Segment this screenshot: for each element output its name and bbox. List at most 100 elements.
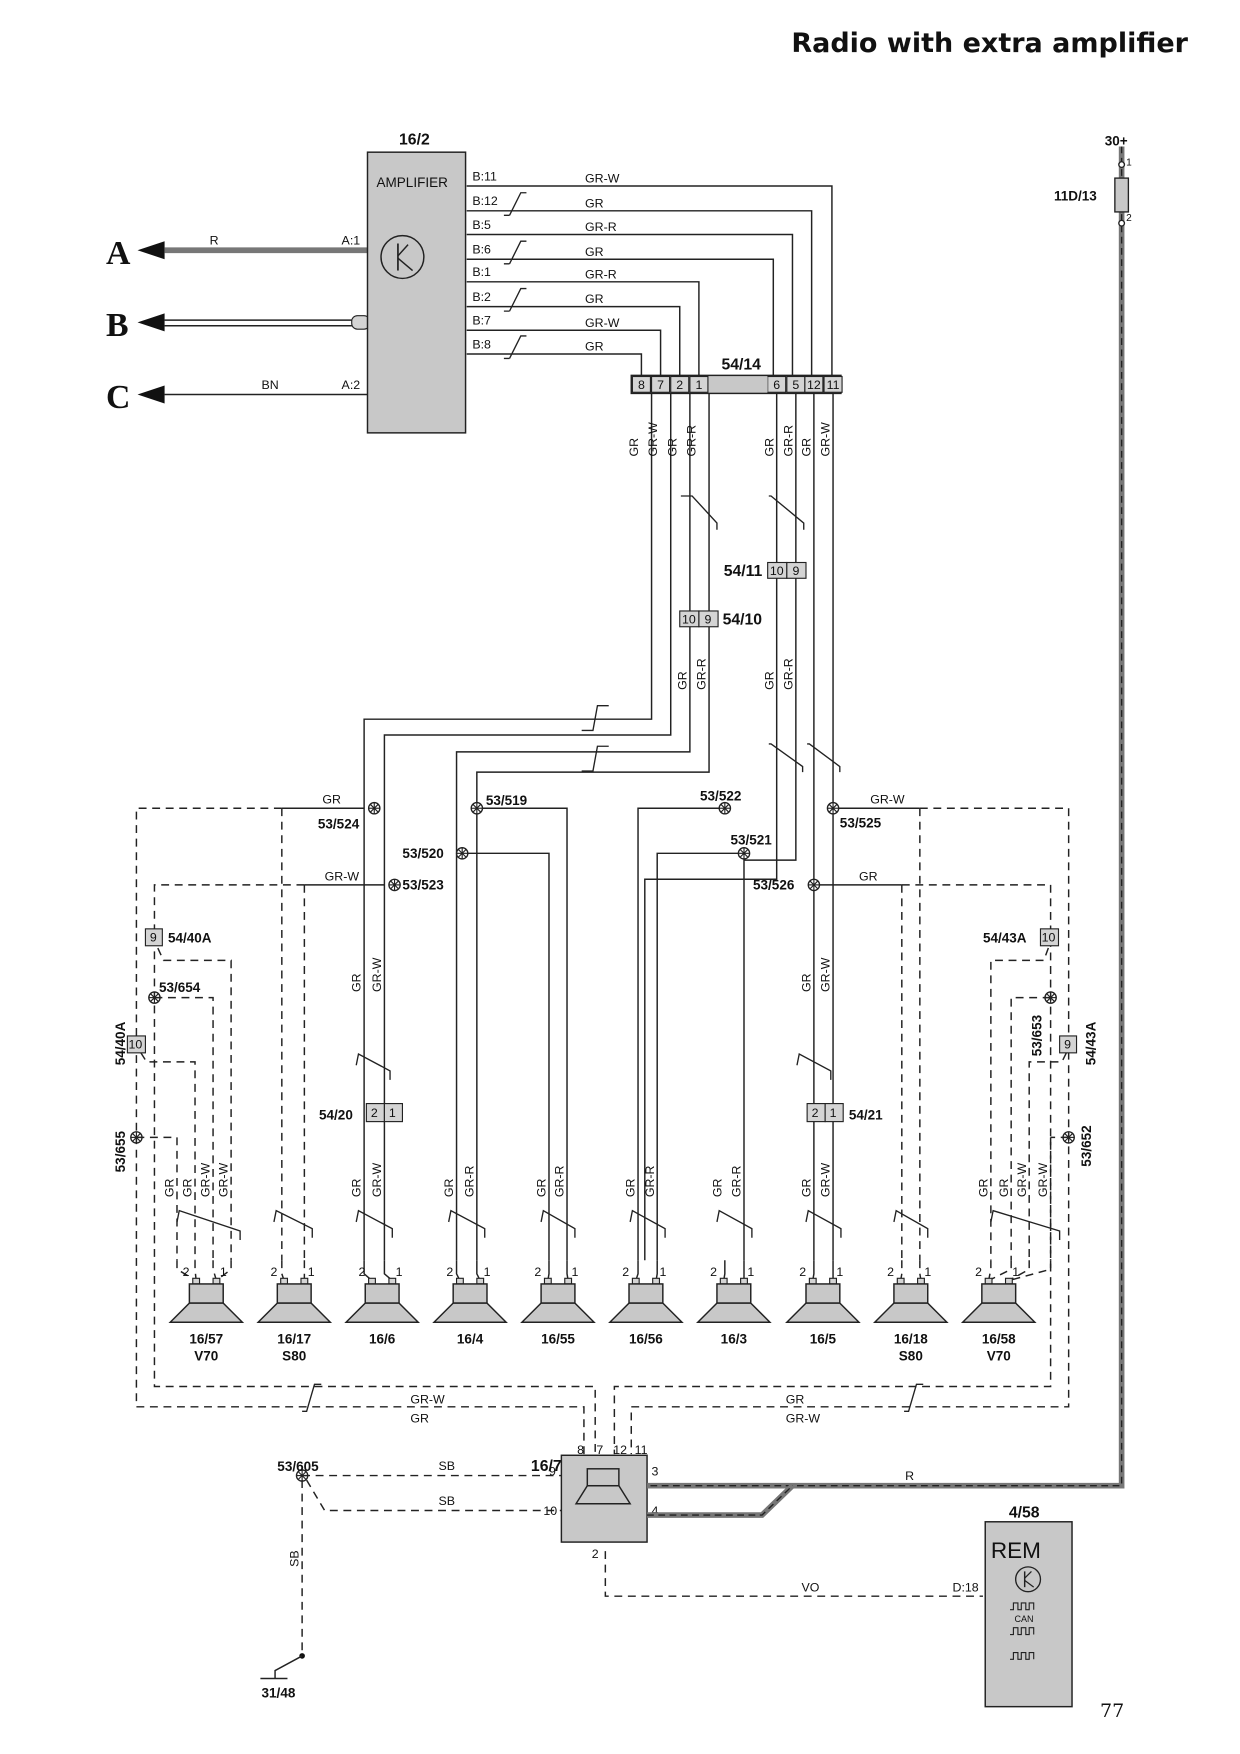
- speaker-icon: [452, 1283, 488, 1304]
- amplifier-id: 16/2: [399, 131, 430, 148]
- connector-pin: [804, 375, 824, 393]
- pin-label: 2: [622, 1265, 629, 1279]
- wire-label: GR-W: [1015, 1162, 1029, 1197]
- off-page-letter-c: C: [106, 379, 130, 416]
- connector-54-20[interactable]: 54/20 2 1: [319, 1103, 404, 1123]
- pin-label: B:8: [472, 337, 491, 351]
- can-label: CAN: [1015, 1614, 1034, 1624]
- wire-label: GR-R: [695, 658, 709, 690]
- connector-pin: [823, 375, 843, 393]
- pin-label: 1: [396, 1265, 403, 1279]
- wire-label: GR-R: [781, 425, 795, 457]
- wire-b11: [466, 185, 833, 378]
- wire-b8: [466, 353, 643, 378]
- pin-label: 1: [747, 1265, 754, 1279]
- connector-54-10[interactable]: 10 9 54/10: [679, 610, 763, 629]
- pin-label: 1: [1126, 158, 1132, 169]
- subwoofer-16-79[interactable]: 16/79 8 7 12 11 9 10 3 4 2: [531, 1443, 659, 1561]
- wire-label: SB: [288, 1550, 302, 1567]
- amplifier-box[interactable]: [366, 151, 467, 434]
- pin-label: D:18: [953, 1581, 979, 1595]
- connector-54-40a-10[interactable]: 10 54/40A: [113, 1021, 146, 1065]
- rem-module-4-58[interactable]: VO D:18 4/58 REM CAN: [604, 1504, 1073, 1708]
- connector-54-11[interactable]: 54/11 10 9: [724, 561, 807, 580]
- pin-label: 9: [1064, 1037, 1071, 1051]
- connector-54-43a-10[interactable]: 10 54/43A: [983, 928, 1060, 947]
- splice-icon: [455, 847, 469, 860]
- wire-label: GR-R: [730, 1165, 744, 1197]
- wire-label: GR: [624, 1179, 638, 1198]
- wire-label: GR: [181, 1179, 195, 1198]
- wire-label: GR-W: [819, 422, 833, 457]
- wire-b2: [466, 305, 681, 378]
- speaker-id: 16/18: [894, 1332, 928, 1347]
- wire-label: GR: [800, 973, 814, 992]
- connector-pin: [650, 375, 671, 393]
- connector-54-43a-9[interactable]: 9 54/43A: [1059, 1021, 1099, 1065]
- transistor-icon: [1014, 1566, 1042, 1593]
- pin-label: 12: [807, 378, 821, 392]
- speaker-id: 16/3: [721, 1332, 748, 1347]
- speaker-icon: [540, 1283, 576, 1304]
- speaker-icon: [805, 1283, 841, 1304]
- wire-b1: [466, 281, 700, 378]
- wire-label: SB: [439, 1494, 456, 1508]
- wire-label: GR-W: [819, 1162, 833, 1197]
- pin-label: B:6: [472, 243, 491, 257]
- pin-label: 6: [773, 378, 780, 392]
- connector-pin: [689, 375, 709, 393]
- speaker-icon: [893, 1283, 929, 1304]
- pin-label: 8: [577, 1443, 584, 1457]
- wire-label: GR: [535, 1179, 549, 1198]
- amplifier-16-2[interactable]: 16/2 AMPLIFIER: [366, 131, 467, 434]
- rem-id: 4/58: [1009, 1504, 1040, 1521]
- wire-label: GR: [859, 869, 878, 883]
- pin-label: 10: [682, 612, 696, 626]
- connector-54-21[interactable]: 2 1 54/21: [806, 1103, 883, 1123]
- pin-label: 2: [676, 378, 683, 392]
- wire-label: GR: [410, 1412, 429, 1426]
- rem-box[interactable]: [984, 1521, 1073, 1708]
- wire-label: GR-W: [646, 422, 660, 457]
- dashed-wiring: [135, 807, 1070, 1455]
- wire-label: VO: [801, 1581, 819, 1595]
- wire-label: GR-R: [643, 1165, 657, 1197]
- arrow-left-icon: [137, 313, 165, 332]
- off-page-letter-a: A: [106, 235, 131, 272]
- speaker-icon: [981, 1283, 1017, 1304]
- pin-label: 2: [446, 1265, 453, 1279]
- connector-54-40a-9[interactable]: 9 54/40A: [144, 928, 212, 947]
- subwoofer-box[interactable]: [560, 1454, 648, 1543]
- pin-label: 1: [572, 1265, 579, 1279]
- speaker-id: 16/55: [541, 1332, 575, 1347]
- pin-label: 11: [635, 1443, 648, 1457]
- fuse-icon[interactable]: [1114, 177, 1130, 213]
- wire-label: GR-W: [585, 316, 620, 330]
- speaker-variant: S80: [899, 1349, 923, 1364]
- splice-label: 53/653: [1030, 1014, 1045, 1056]
- pin-label: 9: [549, 1465, 556, 1479]
- wire-label-bn: BN: [262, 378, 279, 392]
- ground-point-label: 31/48: [262, 1686, 296, 1701]
- pin-label: 2: [799, 1265, 806, 1279]
- connector-id: 54/40A: [168, 930, 212, 945]
- pin-label: 1: [220, 1265, 227, 1279]
- connector-id: 54/11: [724, 563, 763, 580]
- wire-label: GR-W: [786, 1412, 821, 1426]
- wire-label: R: [905, 1469, 914, 1483]
- wire-label: GR-W: [870, 793, 905, 807]
- wire-b5: [466, 233, 794, 378]
- amplifier-label: AMPLIFIER: [377, 175, 449, 190]
